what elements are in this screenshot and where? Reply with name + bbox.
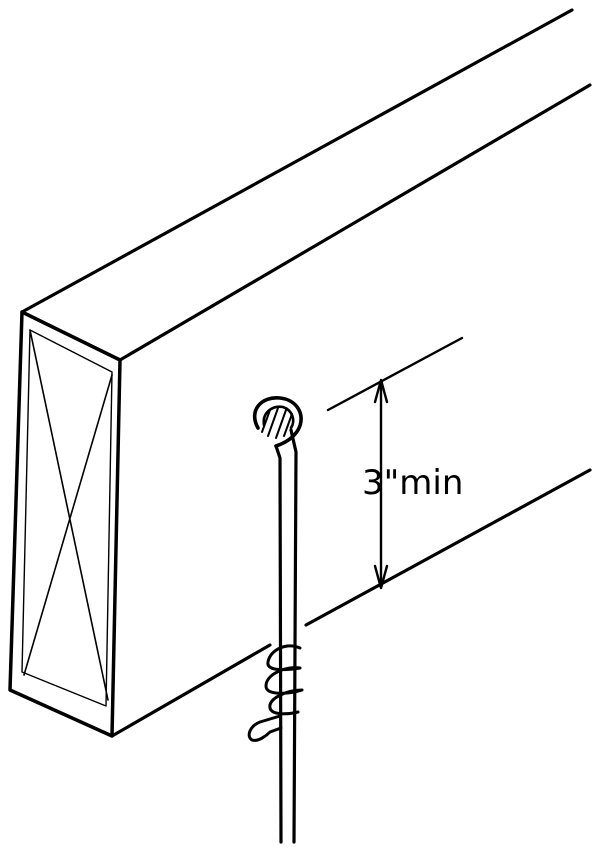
hanger-rod: [247, 396, 304, 844]
rod-left-line: [274, 444, 283, 844]
beam-bottom-edge-far: [304, 468, 592, 627]
dimension-marker: [326, 336, 464, 590]
rod-right-line: [289, 428, 298, 844]
wire-wrap: [264, 644, 304, 716]
timber-beam: [8, 8, 592, 738]
beam-end-face: [8, 310, 122, 738]
hook-eye: [252, 396, 303, 448]
wire-tail: [247, 714, 283, 742]
hook-eye-inner: [262, 405, 295, 430]
beam-top-face: [20, 8, 592, 362]
dimension-extension-top: [326, 336, 464, 412]
beam-bottom-edge: [110, 643, 272, 738]
dimension-label: 3"min: [362, 463, 463, 503]
dimension-arrow-bottom: [373, 564, 389, 590]
beam-end-cross: [23, 329, 113, 701]
beam-end-inner: [21, 329, 113, 707]
dimension-arrow-top: [373, 378, 389, 404]
hook-eye-hatch: [261, 407, 293, 439]
